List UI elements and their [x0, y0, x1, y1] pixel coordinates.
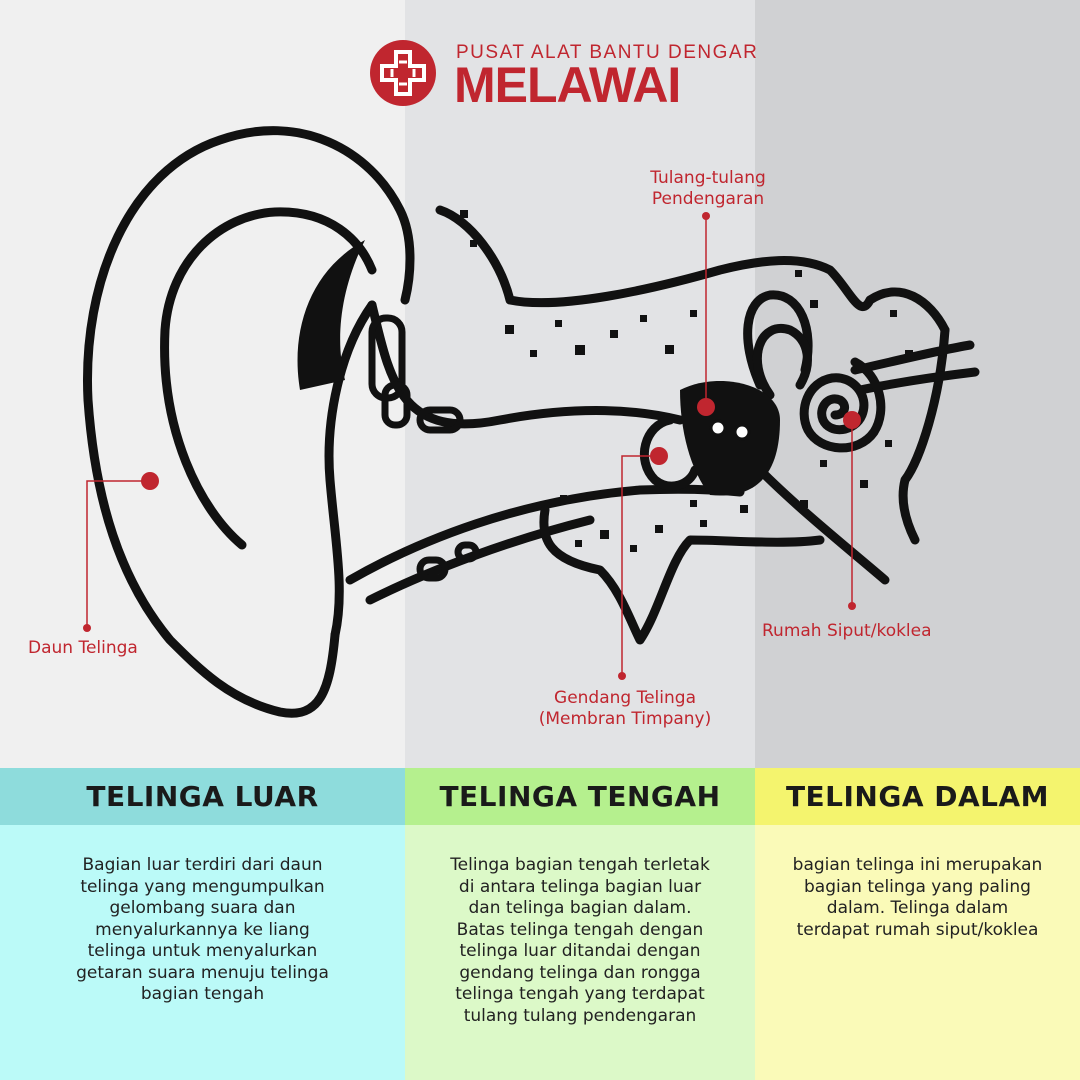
- body-telinga-tengah: Telinga bagian tengah terletak di antara…: [405, 825, 755, 1080]
- ear-anatomy-diagram: [83, 126, 980, 718]
- body-telinga-dalam: bagian telinga ini merupakan bagian teli…: [755, 825, 1080, 1080]
- brand-logo: PUSAT ALAT BANTU DENGAR MELAWAI: [368, 38, 757, 113]
- text-telinga-dalam: bagian telinga ini merupakan bagian teli…: [792, 855, 1043, 940]
- brand-name: MELAWAI: [454, 57, 681, 113]
- body-telinga-luar: Bagian luar terdiri dari daun telinga ya…: [0, 825, 405, 1080]
- label-tulang-pendengaran: Tulang-tulang Pendengaran: [650, 168, 766, 209]
- eardrum: [639, 415, 700, 491]
- tulang-marker: [697, 398, 715, 416]
- cross-logo-icon: [370, 40, 436, 106]
- bone-lower: [539, 505, 825, 645]
- header-telinga-luar: TELINGA LUAR: [0, 768, 405, 825]
- header-telinga-dalam: TELINGA DALAM: [755, 768, 1080, 825]
- semicircular-canal: [743, 290, 813, 390]
- ear-canal-top: [367, 300, 685, 429]
- koklea-marker: [843, 411, 861, 429]
- brand-subtitle: PUSAT ALAT BANTU DENGAR: [456, 42, 759, 63]
- concha: [324, 300, 377, 640]
- pinna-outline: [83, 126, 415, 718]
- text-telinga-tengah: Telinga bagian tengah terletak di antara…: [450, 855, 710, 1026]
- label-rumah-siput: Rumah Siput/koklea: [762, 621, 932, 641]
- daun-telinga-marker: [141, 472, 159, 490]
- bone-texture: [460, 210, 913, 552]
- cochlea-spiral: [799, 357, 886, 453]
- bone-upper: [435, 205, 950, 335]
- label-gendang-telinga: Gendang Telinga (Membran Timpany): [538, 688, 712, 729]
- text-telinga-luar: Bagian luar terdiri dari daun telinga ya…: [76, 855, 329, 1004]
- label-daun-telinga: Daun Telinga: [28, 638, 138, 658]
- canal-lower: [365, 515, 595, 605]
- gendang-marker: [650, 447, 668, 465]
- header-telinga-tengah: TELINGA TENGAH: [405, 768, 755, 825]
- concha-shade: [297, 240, 365, 390]
- antihelix: [160, 207, 377, 550]
